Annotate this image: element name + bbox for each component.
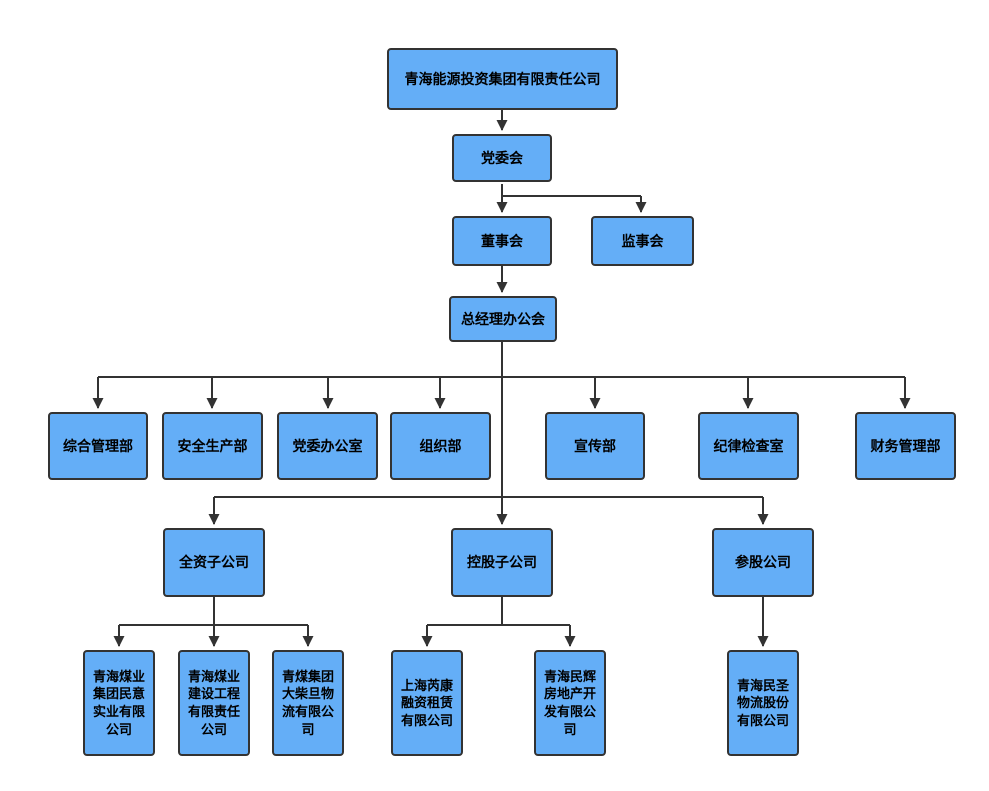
- node-label: 财务管理部: [870, 437, 941, 454]
- node-dept-discipline-inspection: 纪律检查室: [698, 412, 799, 480]
- node-label: 青海民辉 房地产开 发有限公 司: [543, 668, 596, 737]
- node-company-minsheng-logistics: 青海民圣 物流股份 有限公司: [727, 650, 799, 756]
- node-company-minhui-realestate: 青海民辉 房地产开 发有限公 司: [534, 650, 606, 756]
- node-label: 监事会: [621, 232, 664, 249]
- node-group-wholly-owned: 全资子公司: [163, 528, 265, 597]
- node-label: 纪律检查室: [713, 437, 784, 454]
- node-label: 董事会: [481, 232, 523, 249]
- node-label: 总经理办公会: [461, 310, 545, 327]
- node-dept-publicity: 宣传部: [545, 412, 645, 480]
- node-dept-general-management: 综合管理部: [48, 412, 148, 480]
- node-label: 宣传部: [574, 437, 616, 454]
- node-label: 全资子公司: [179, 554, 249, 571]
- node-label: 控股子公司: [467, 554, 537, 571]
- node-label: 参股公司: [735, 554, 791, 571]
- node-label: 党委办公室: [292, 437, 363, 454]
- node-dept-safety-production: 安全生产部: [162, 412, 263, 480]
- node-company-dachaidan-logistics: 青煤集团 大柴旦物 流有限公 司: [272, 650, 344, 756]
- node-board-of-directors: 董事会: [452, 216, 552, 266]
- node-dept-organization: 组织部: [390, 412, 491, 480]
- node-label: 综合管理部: [63, 437, 133, 454]
- node-label: 青煤集团 大柴旦物 流有限公 司: [281, 668, 334, 737]
- node-company-ruikang-leasing: 上海芮康 融资租赁 有限公司: [391, 650, 463, 756]
- node-company-construction-engineering: 青海煤业 建设工程 有限责任 公司: [178, 650, 250, 756]
- node-label: 青海煤业 集团民意 实业有限 公司: [92, 668, 145, 737]
- node-group-holding: 控股子公司: [451, 528, 553, 597]
- node-supervisory-board: 监事会: [591, 216, 694, 266]
- node-dept-party-committee-office: 党委办公室: [277, 412, 378, 480]
- node-company-minyi-industry: 青海煤业 集团民意 实业有限 公司: [83, 650, 155, 756]
- node-label: 青海能源投资集团有限责任公司: [404, 70, 601, 87]
- node-root-company: 青海能源投资集团有限责任公司: [387, 48, 618, 110]
- node-label: 青海煤业 建设工程 有限责任 公司: [187, 668, 240, 737]
- node-label: 党委会: [481, 149, 523, 166]
- node-dept-finance-management: 财务管理部: [855, 412, 956, 480]
- node-party-committee: 党委会: [452, 134, 552, 182]
- node-label: 青海民圣 物流股份 有限公司: [736, 677, 789, 728]
- node-gm-office: 总经理办公会: [449, 296, 557, 342]
- node-label: 安全生产部: [177, 437, 248, 454]
- node-label: 组织部: [419, 437, 462, 454]
- node-label: 上海芮康 融资租赁 有限公司: [400, 677, 453, 728]
- node-group-equity: 参股公司: [712, 528, 814, 597]
